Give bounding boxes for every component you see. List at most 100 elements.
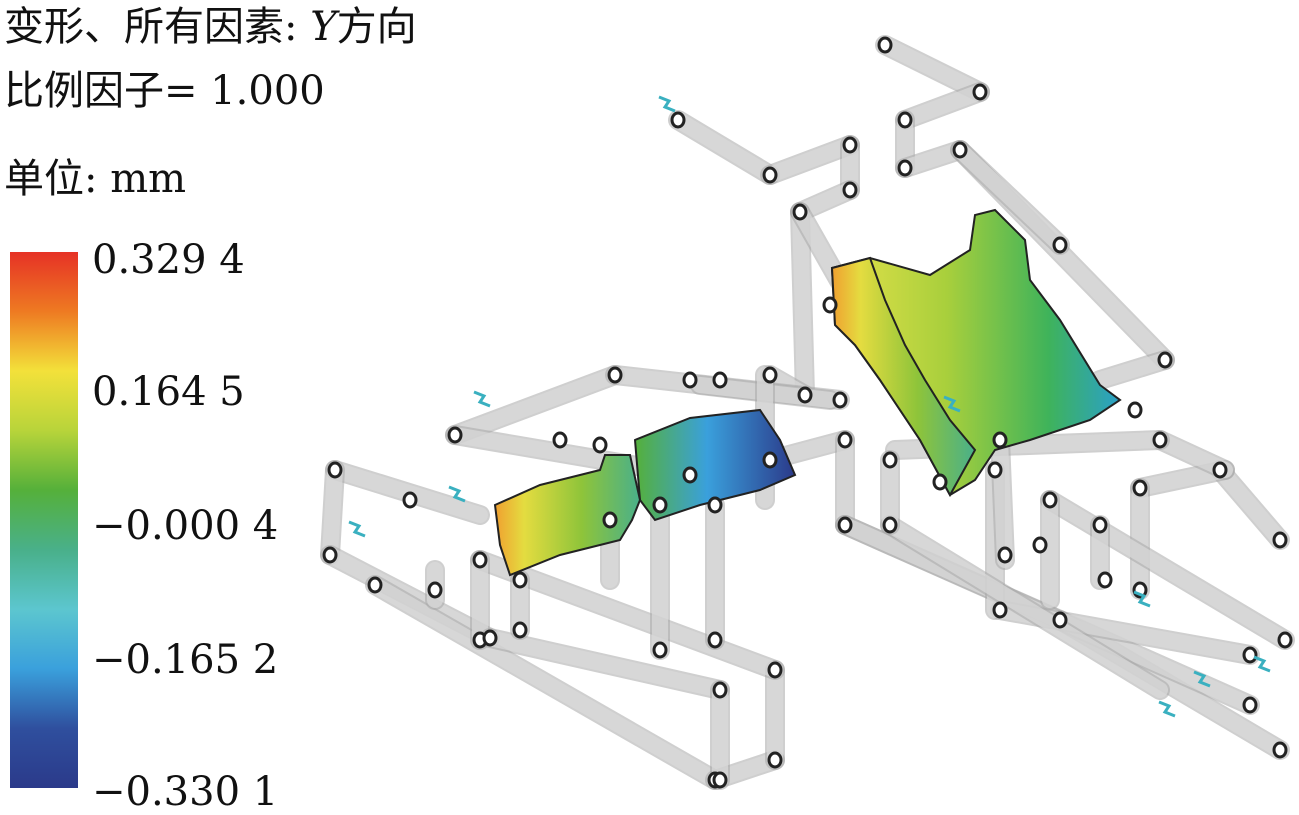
frame-node xyxy=(1042,491,1058,509)
frame-tube xyxy=(877,37,988,100)
frame-tube xyxy=(322,462,343,563)
constraint-marker xyxy=(943,395,961,413)
frame-node xyxy=(707,496,723,514)
frame-node xyxy=(367,576,383,594)
constraint-marker xyxy=(448,485,466,503)
frame-tube xyxy=(897,84,988,128)
constraint-marker xyxy=(473,390,491,408)
right-seat-side xyxy=(830,256,977,498)
frame-tubes xyxy=(320,35,1295,790)
legend-tick-min: −0.330 1 xyxy=(92,769,279,815)
legend-tick-4: −0.165 2 xyxy=(92,637,279,683)
frame-node xyxy=(877,36,893,54)
legend-tick-max: 0.329 4 xyxy=(92,237,245,283)
title-suffix: 方向 xyxy=(336,4,417,50)
frame-node xyxy=(1097,571,1113,589)
frame-nodes xyxy=(322,36,1293,789)
frame-node xyxy=(1272,531,1288,549)
frame-node xyxy=(837,516,853,534)
frame-node xyxy=(992,431,1008,449)
deformed-parts xyxy=(493,208,1122,577)
frame-node xyxy=(1092,516,1108,534)
title-prefix: 变形、所有因素: xyxy=(4,4,311,50)
frame-node xyxy=(682,371,698,389)
frame-node xyxy=(882,516,898,534)
constraint-marker xyxy=(658,95,676,113)
frame-tube xyxy=(952,142,1068,253)
frame-node xyxy=(792,203,808,221)
frame-node xyxy=(682,466,698,484)
frame-node xyxy=(652,496,668,514)
frame-node xyxy=(832,391,848,409)
legend-tick-mid: −0.000 4 xyxy=(92,503,279,549)
frame-tube xyxy=(882,517,1168,698)
frame-node xyxy=(987,461,1003,479)
frame-tube xyxy=(447,367,623,443)
frame-node xyxy=(512,571,528,589)
frame-node xyxy=(992,601,1008,619)
title-axis: Y xyxy=(310,4,337,50)
frame-tube xyxy=(670,112,778,183)
frame-node xyxy=(402,491,418,509)
frame-tube xyxy=(1092,352,1173,388)
unit-label: 单位: mm xyxy=(4,156,187,202)
color-bar-fill xyxy=(10,252,78,788)
frame-node xyxy=(552,431,568,449)
frame-tube xyxy=(1212,462,1288,548)
frame-node xyxy=(897,111,913,129)
frame-node xyxy=(712,371,728,389)
plot-title: 变形、所有因素: Y方向 xyxy=(4,4,417,50)
frame-node xyxy=(1157,351,1173,369)
frame-node xyxy=(1032,536,1048,554)
frame-tube xyxy=(792,204,813,403)
frame-tube xyxy=(482,630,728,698)
frame-tube xyxy=(992,432,1013,568)
left-seat-panel xyxy=(633,408,797,522)
frame-tube xyxy=(762,137,858,183)
constraint-marker xyxy=(1158,700,1176,718)
frame-node xyxy=(652,641,668,659)
frame-node xyxy=(1242,696,1258,714)
frame-node xyxy=(1052,236,1068,254)
frame-node xyxy=(1052,611,1068,629)
constraint-marker xyxy=(348,520,366,538)
frame-node xyxy=(447,426,463,444)
frame-node xyxy=(427,581,443,599)
frame-node xyxy=(762,166,778,184)
frame-node xyxy=(822,296,838,314)
frame-tube xyxy=(1042,492,1293,648)
frame-node xyxy=(1152,431,1168,449)
frame-node xyxy=(952,141,968,159)
frame-node xyxy=(670,111,686,129)
frame-node xyxy=(842,181,858,199)
frame-node xyxy=(837,431,853,449)
frame-node xyxy=(322,546,338,564)
frame-node xyxy=(767,661,783,679)
frame-node xyxy=(762,366,778,384)
frame-node xyxy=(842,136,858,154)
frame-node xyxy=(797,386,813,404)
left-seat-side xyxy=(493,454,642,577)
frame-node xyxy=(512,621,528,639)
constraint-marker xyxy=(1253,655,1271,673)
frame-node xyxy=(897,159,913,177)
frame-node xyxy=(932,473,948,491)
frame-node xyxy=(592,436,608,454)
frame-node xyxy=(1132,479,1148,497)
frame-node xyxy=(1277,631,1293,649)
frame-node xyxy=(712,681,728,699)
frame-tube xyxy=(367,577,723,788)
frame-node xyxy=(707,631,723,649)
constraint-marker xyxy=(1133,590,1151,608)
frame-node xyxy=(1272,741,1288,759)
frame-node xyxy=(327,461,343,479)
frame-node xyxy=(482,629,498,647)
frame-node xyxy=(767,751,783,769)
frame-node xyxy=(972,83,988,101)
frame-node xyxy=(712,771,728,789)
color-bar xyxy=(10,252,78,788)
scale-factor-label: 比例因子= 1.000 xyxy=(4,68,325,114)
frame-node xyxy=(472,551,488,569)
frame-node xyxy=(997,546,1013,564)
frame-node xyxy=(762,451,778,469)
